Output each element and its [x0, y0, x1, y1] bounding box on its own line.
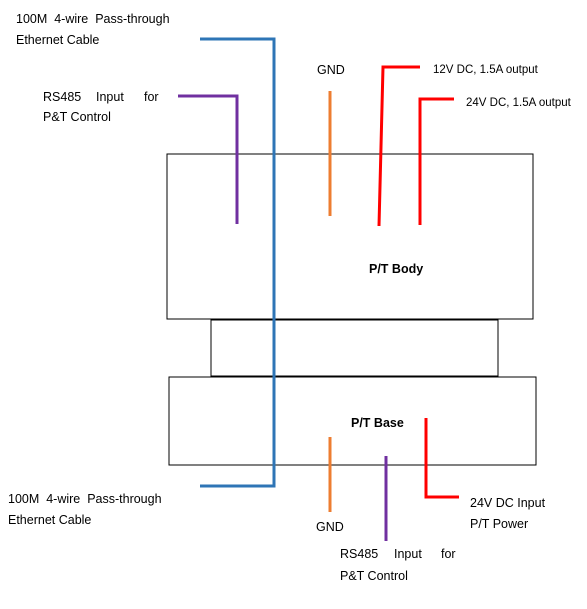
- top-cable-label-line2: Ethernet Cable: [16, 33, 99, 47]
- power-input-wire: [424, 418, 459, 499]
- bottom-rs485-label-word3: for: [441, 547, 456, 561]
- top-gnd-label: GND: [317, 63, 345, 77]
- pt-base-title: P/T Base: [351, 416, 404, 430]
- top-rs485-label-word1: RS485: [43, 90, 81, 104]
- out-12v-wire: [377, 65, 420, 227]
- top-rs485-label-word2: Input: [96, 90, 124, 104]
- bottom-rs485-label-word1: RS485: [340, 547, 378, 561]
- top-rs485-label-word3: for: [144, 90, 159, 104]
- pt-body-title: P/T Body: [369, 262, 423, 276]
- bottom-cable-label-line1: 100M 4-wire Pass-through: [8, 492, 162, 506]
- top-rs485-label-line2: P&T Control: [43, 110, 111, 124]
- bottom-gnd-label: GND: [316, 520, 344, 534]
- bottom-rs485-label-word2: Input: [394, 547, 422, 561]
- pt-body-box: [166, 153, 534, 320]
- out-24v-label: 24V DC, 1.5A output: [466, 97, 572, 109]
- bottom-rs485-label-line2: P&T Control: [340, 569, 408, 583]
- top-rs485-wire: [178, 94, 239, 224]
- top-cable-label-line1: 100M 4-wire Pass-through: [16, 12, 170, 26]
- out-24v-wire: [418, 97, 454, 225]
- pt-neck-box: [210, 319, 499, 377]
- pt-base-box: [168, 376, 537, 466]
- ethernet-cable-line: [200, 37, 276, 488]
- power-input-label-line2: P/T Power: [470, 517, 528, 531]
- bottom-cable-label-line2: Ethernet Cable: [8, 513, 91, 527]
- out-12v-label: 12V DC, 1.5A output: [433, 64, 539, 76]
- power-input-label-line1: 24V DC Input: [470, 496, 546, 510]
